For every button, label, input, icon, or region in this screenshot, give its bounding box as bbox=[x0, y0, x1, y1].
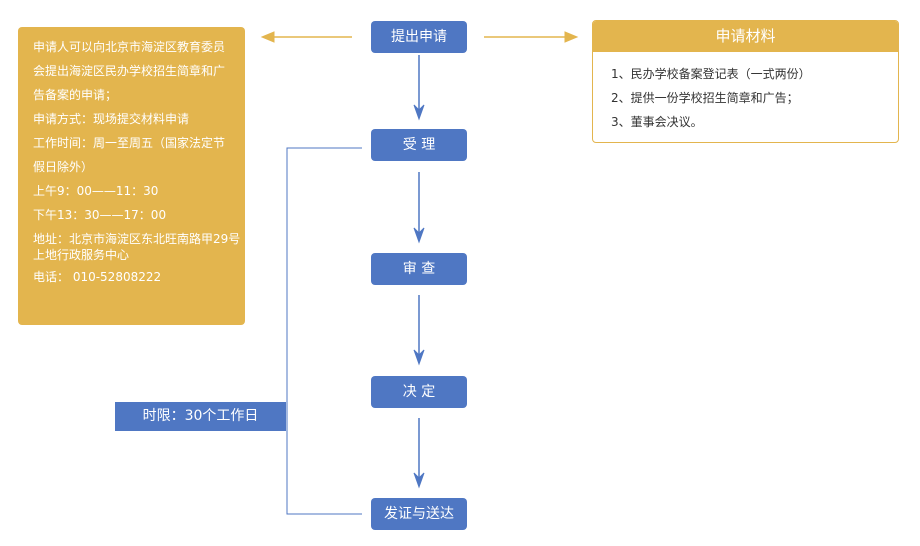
info-line: 申请方式：现场提交材料申请 bbox=[33, 112, 190, 126]
info-line: 电话： 010-52808222 bbox=[33, 270, 162, 284]
materials-title: 申请材料 bbox=[593, 21, 898, 52]
application-info-panel: 申请人可以向北京市海淀区教育委员 会提出海淀区民办学校招生简章和广 告备案的申请… bbox=[18, 27, 245, 325]
arrow-to-materials bbox=[484, 31, 579, 43]
time-limit-label: 时限：30个工作日 bbox=[115, 402, 286, 431]
materials-item: 2、提供一份学校招生简章和广告； bbox=[611, 91, 799, 105]
info-line: 上午9：00——11：30 bbox=[33, 184, 159, 198]
info-line: 上地行政服务中心 bbox=[33, 248, 130, 262]
step-review[interactable]: 审 查 bbox=[371, 253, 467, 285]
step-accept[interactable]: 受 理 bbox=[371, 129, 467, 161]
info-line: 工作时间：周一至周五（国家法定节 bbox=[33, 136, 226, 150]
info-line: 假日除外） bbox=[33, 160, 94, 174]
step-issue-and-deliver[interactable]: 发证与送达 bbox=[371, 498, 467, 530]
info-line: 申请人可以向北京市海淀区教育委员 bbox=[33, 40, 226, 54]
time-limit-bracket bbox=[286, 147, 362, 515]
arrow-submit-accept bbox=[413, 55, 425, 121]
materials-list: 1、民办学校备案登记表（一式两份） 2、提供一份学校招生简章和广告； 3、董事会… bbox=[593, 52, 898, 134]
step-decide[interactable]: 决 定 bbox=[371, 376, 467, 408]
arrow-review-decide bbox=[413, 295, 425, 366]
step-submit-application[interactable]: 提出申请 bbox=[371, 21, 467, 53]
materials-item: 3、董事会决议。 bbox=[611, 115, 703, 129]
info-line: 地址：北京市海淀区东北旺南路甲29号 bbox=[33, 232, 241, 246]
arrow-decide-issue bbox=[413, 418, 425, 489]
info-line: 下午13：30——17：00 bbox=[33, 208, 167, 222]
info-line: 告备案的申请； bbox=[33, 88, 118, 102]
arrow-to-info bbox=[260, 31, 352, 43]
arrow-accept-review bbox=[413, 172, 425, 244]
materials-panel: 申请材料 1、民办学校备案登记表（一式两份） 2、提供一份学校招生简章和广告； … bbox=[592, 20, 899, 143]
info-line: 会提出海淀区民办学校招生简章和广 bbox=[33, 64, 226, 78]
materials-item: 1、民办学校备案登记表（一式两份） bbox=[611, 67, 811, 81]
